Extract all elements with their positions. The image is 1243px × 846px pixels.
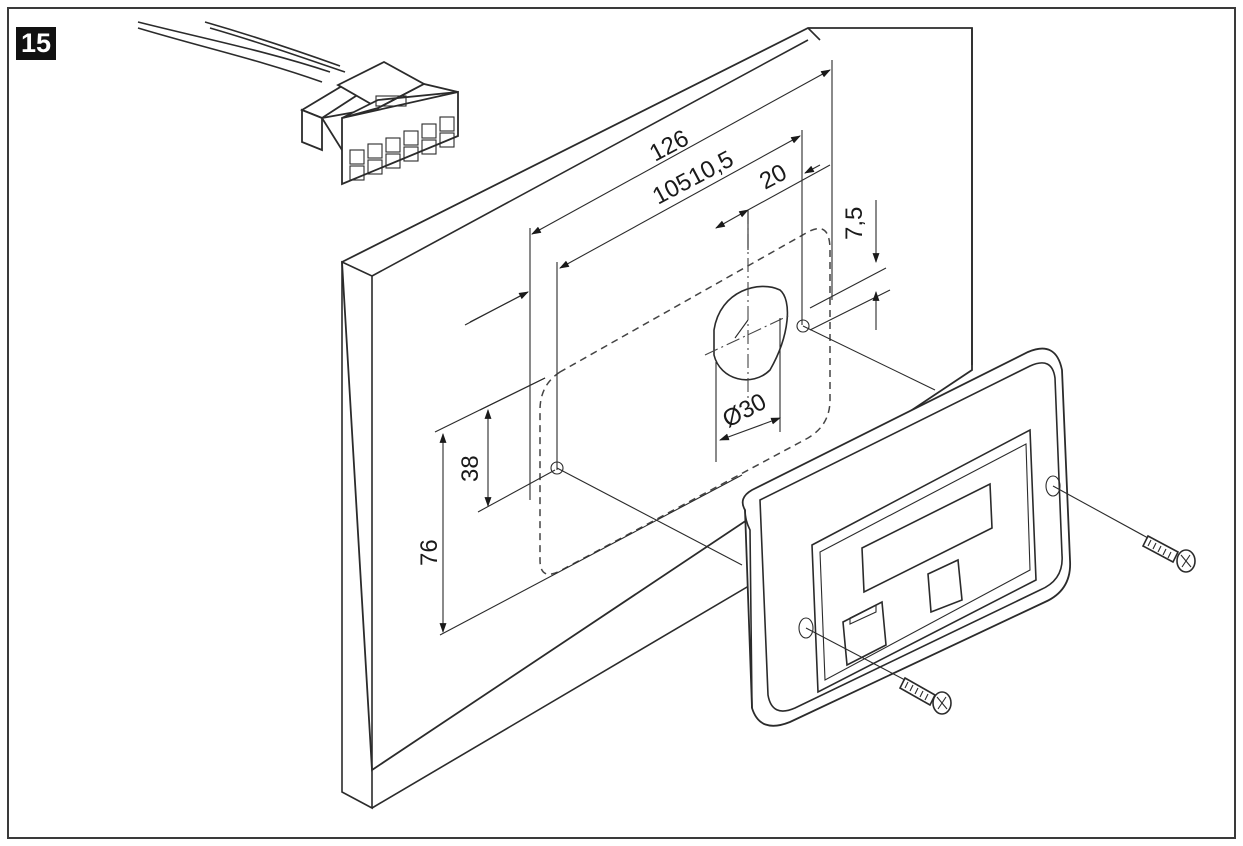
mounting-screw-icon (805, 627, 952, 715)
connector-plug-icon (137, 21, 459, 186)
figure-frame (7, 7, 1236, 839)
dim-height-outer: 76 (416, 539, 443, 566)
dim-hole-vertical: 7,5 (841, 207, 868, 240)
step-number-badge: 15 (16, 27, 56, 60)
mounting-hole-right (796, 319, 810, 333)
cutout-outline (539, 227, 831, 575)
dimension-lines (434, 69, 880, 636)
dim-height-half: 38 (457, 455, 484, 482)
center-hole (704, 210, 791, 462)
control-panel-device-icon (741, 347, 1071, 727)
mounting-screw-icon (1052, 485, 1196, 573)
